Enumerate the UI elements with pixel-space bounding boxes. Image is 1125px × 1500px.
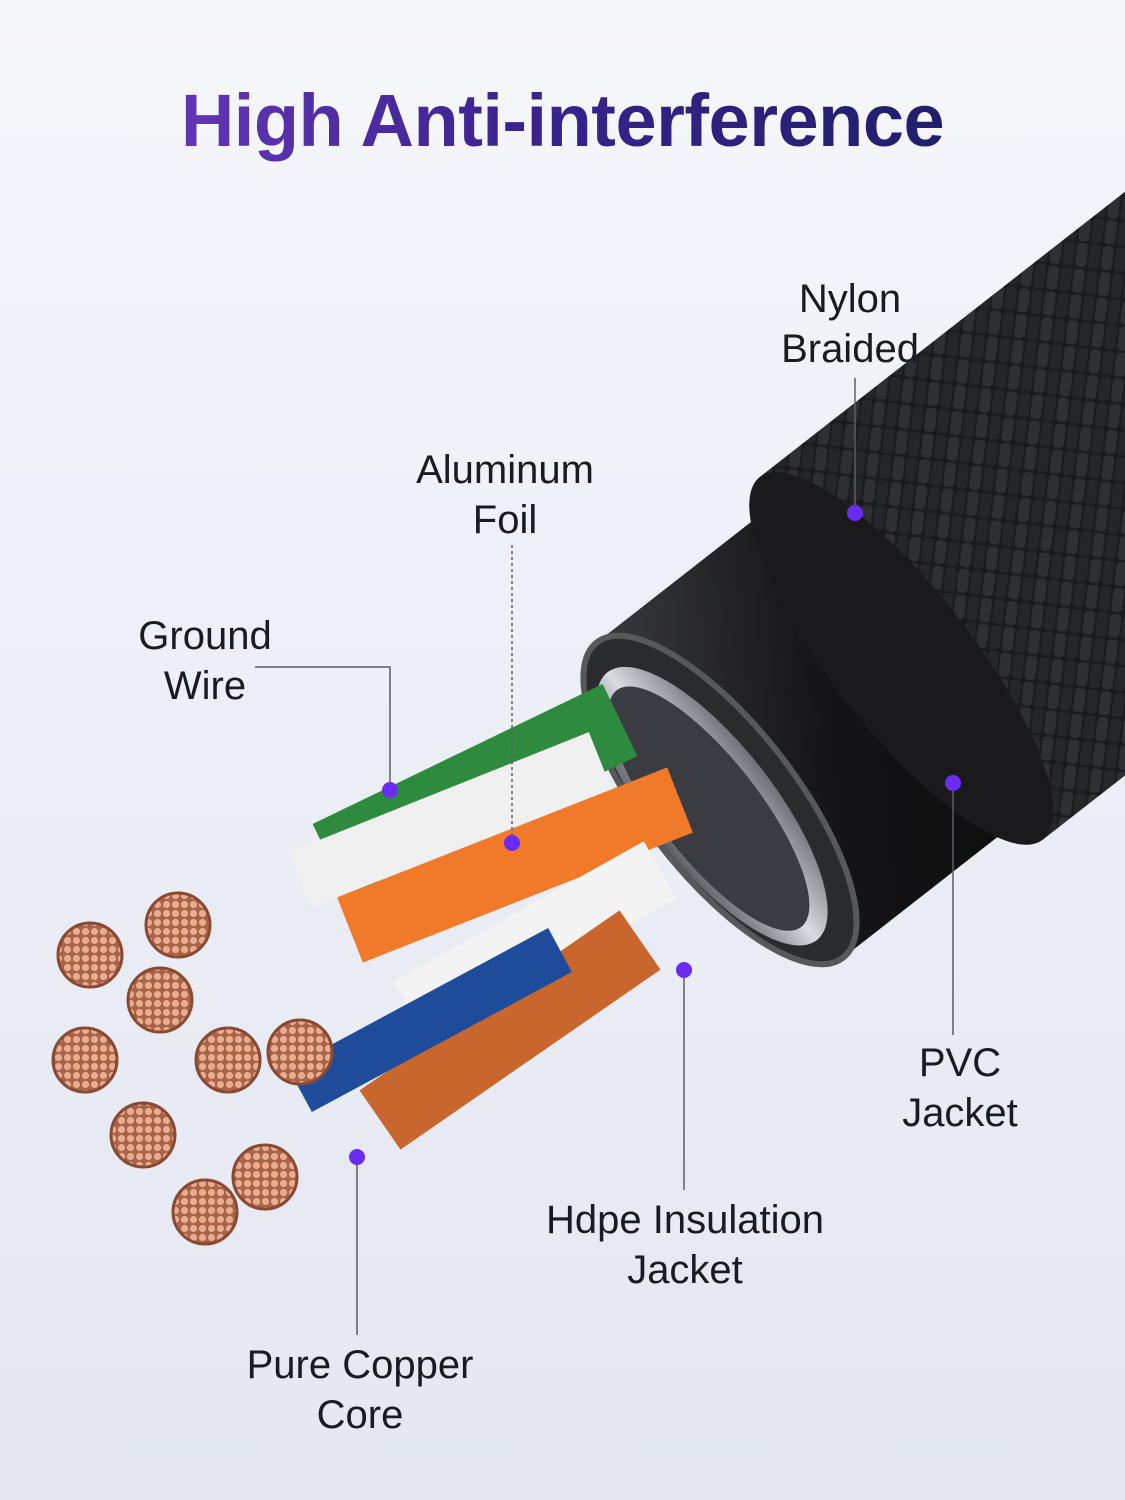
label-ground-wire: Ground Wire (95, 611, 315, 711)
twisted-pairs (288, 683, 693, 1150)
label-line: Jacket (902, 1091, 1018, 1135)
foil-dot (504, 835, 520, 851)
ground-dot (382, 782, 398, 798)
label-line: Hdpe Insulation (546, 1198, 824, 1242)
copper-dot (349, 1149, 365, 1165)
label-aluminum-foil: Aluminum Foil (375, 445, 635, 545)
label-line: Core (316, 1393, 404, 1437)
label-hdpe-insulation-jacket: Hdpe Insulation Jacket (505, 1195, 865, 1295)
label-line: PVC (918, 1041, 1002, 1085)
label-line: Wire (163, 664, 247, 708)
copper-cores (51, 891, 334, 1246)
label-line: Ground (138, 614, 272, 658)
label-line: Aluminum (416, 448, 594, 492)
nylon-dot (847, 505, 863, 521)
label-line: Braided (781, 327, 919, 371)
label-nylon-braided: Nylon Braided (720, 274, 980, 374)
pvc-dot (945, 775, 961, 791)
hdpe-dot (676, 962, 692, 978)
label-line: Pure Copper (246, 1343, 474, 1387)
marker-dots (349, 505, 961, 1165)
page-title: High Anti-interference (0, 78, 1125, 163)
label-pvc-jacket: PVC Jacket (850, 1038, 1070, 1138)
label-line: Jacket (627, 1248, 743, 1292)
label-pure-copper-core: Pure Copper Core (205, 1340, 515, 1440)
label-line: Nylon (798, 277, 902, 321)
label-line: Foil (472, 498, 538, 542)
leader-lines (255, 378, 954, 1335)
nylon-braided-layer (580, 46, 1125, 968)
